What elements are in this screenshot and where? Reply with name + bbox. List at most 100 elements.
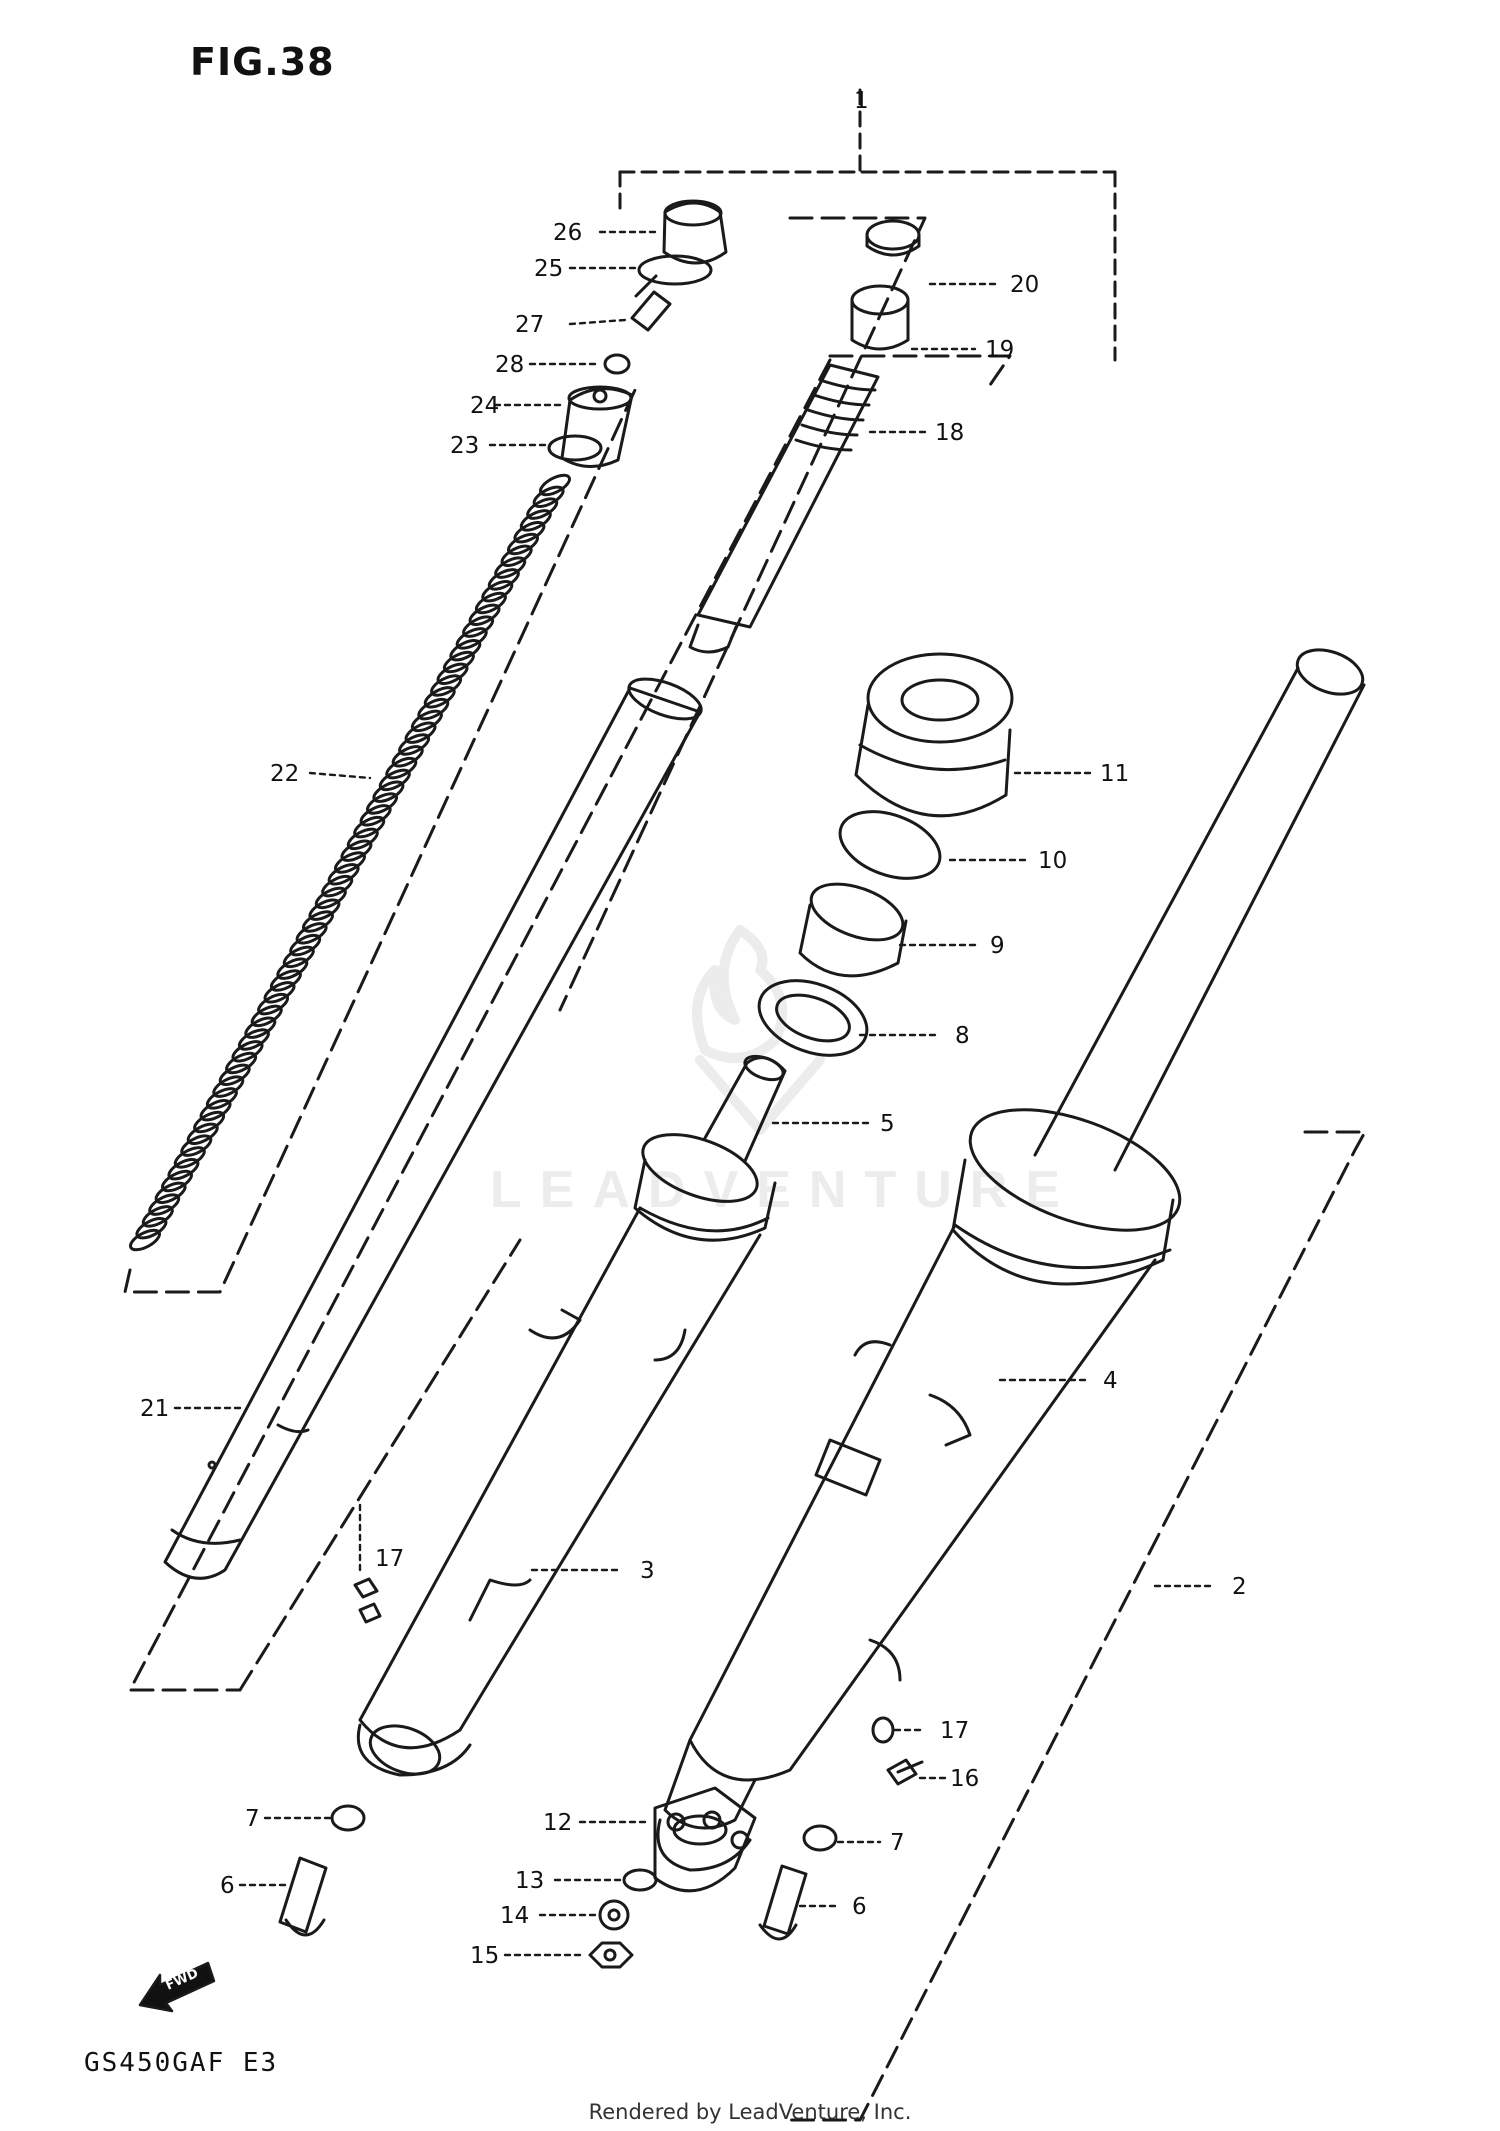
spring-coil xyxy=(353,815,386,839)
washer-14 xyxy=(598,1899,630,1931)
spring-coil xyxy=(167,1157,200,1181)
spring-coil xyxy=(180,1134,213,1157)
spring-coil xyxy=(231,1040,264,1063)
inner-tube-4 xyxy=(1033,648,1366,1172)
callout-17b: 17 xyxy=(940,1718,969,1744)
leader-lines xyxy=(173,230,1217,1957)
washer-13 xyxy=(622,1868,658,1892)
spring-coil xyxy=(436,662,469,686)
callout-4: 4 xyxy=(1103,1368,1118,1394)
spring-coil xyxy=(128,1228,162,1252)
spring-coil xyxy=(385,756,418,780)
callout-17a: 17 xyxy=(375,1546,404,1572)
callout-6a: 6 xyxy=(220,1873,235,1899)
outer-slider-2 xyxy=(656,1108,1182,1872)
callout-14: 14 xyxy=(500,1903,529,1929)
spring-coil xyxy=(468,603,501,627)
oil-seal-8 xyxy=(757,979,869,1057)
spring-coil xyxy=(513,520,546,544)
callout-13: 13 xyxy=(515,1868,544,1894)
spring-coil xyxy=(391,745,424,768)
callout-28: 28 xyxy=(495,352,524,378)
footer-credit: Rendered by LeadVenture, Inc. xyxy=(588,2100,912,2124)
spring-coil xyxy=(154,1181,187,1205)
group-bracket-1 xyxy=(618,88,1117,362)
spring-coil xyxy=(359,804,392,827)
spring-coil xyxy=(333,851,367,874)
spring-coil xyxy=(276,957,309,980)
spring-coil xyxy=(327,863,360,886)
o-ring-25 xyxy=(637,254,713,286)
watermark-logo-icon xyxy=(692,925,825,1135)
spring-coil xyxy=(186,1122,219,1146)
nut-15 xyxy=(588,1941,634,1969)
spring-coil xyxy=(205,1087,238,1110)
spring-coil xyxy=(442,650,475,674)
spring-coil xyxy=(218,1063,251,1087)
seal-20 xyxy=(865,219,921,251)
ring-19 xyxy=(850,284,910,351)
spring-coil xyxy=(417,697,450,721)
spring-coil xyxy=(462,615,495,638)
spring-coil xyxy=(372,780,405,803)
spring-coil xyxy=(225,1051,258,1075)
spring-coil xyxy=(423,686,456,709)
model-code: GS450GAF E3 xyxy=(84,2048,279,2078)
group-frame-outer xyxy=(788,1130,1367,2122)
bolt-16 xyxy=(886,1758,924,1786)
spring-coil xyxy=(410,709,443,733)
spring-coil xyxy=(430,674,463,697)
spacer-9 xyxy=(798,882,908,978)
spring-coil xyxy=(365,792,399,815)
spring-coil xyxy=(494,556,527,579)
spring-coil xyxy=(500,544,533,568)
inner-tube-21 xyxy=(163,677,703,1580)
spring-coil xyxy=(321,874,354,898)
callout-7b: 7 xyxy=(890,1830,905,1856)
callout-8: 8 xyxy=(955,1023,970,1049)
spring-coil xyxy=(244,1016,277,1039)
spring-coil xyxy=(199,1098,232,1122)
spring-coil xyxy=(346,827,379,851)
spring-coil xyxy=(308,898,341,921)
spring-coil xyxy=(141,1205,174,1228)
damper-rod-18 xyxy=(688,363,880,654)
fork-boot-11 xyxy=(854,652,1014,818)
callout-27: 27 xyxy=(515,312,544,338)
bolt-6b xyxy=(758,1864,808,1941)
figure-title: FIG.38 xyxy=(190,40,335,84)
spring-coil xyxy=(237,1028,270,1051)
callout-2: 2 xyxy=(1232,1574,1247,1600)
cap-bolt-26 xyxy=(662,199,728,265)
spring-coil xyxy=(301,910,335,933)
watermark-text: LEADVENTURE xyxy=(490,1161,1079,1219)
spring-seat-24 xyxy=(560,385,634,468)
spring-coil xyxy=(532,485,565,509)
callout-18: 18 xyxy=(935,420,964,446)
washer-7b xyxy=(802,1824,838,1852)
spring-coil xyxy=(474,591,507,615)
washer-17b xyxy=(871,1716,895,1744)
spring-coil xyxy=(250,1004,283,1028)
forward-arrow-icon xyxy=(138,1961,216,2013)
callout-12: 12 xyxy=(543,1810,572,1836)
spring-coil xyxy=(282,945,315,969)
callout-1: 1 xyxy=(854,88,869,114)
callout-6b: 6 xyxy=(852,1894,867,1920)
callout-3: 3 xyxy=(640,1558,655,1584)
group-frame-middle xyxy=(128,354,1012,1692)
spring-coil xyxy=(487,568,520,591)
spring-coil xyxy=(193,1110,226,1134)
spring-coil xyxy=(526,497,559,520)
callout-23: 23 xyxy=(450,433,479,459)
callout-21: 21 xyxy=(140,1396,169,1422)
spring-coil xyxy=(257,992,290,1016)
callout-7a: 7 xyxy=(245,1806,260,1832)
washer-7a xyxy=(330,1804,366,1832)
spring-coil xyxy=(340,839,373,862)
spring-coil xyxy=(519,509,552,532)
spring-coil xyxy=(481,579,514,603)
callout-9: 9 xyxy=(990,933,1005,959)
o-ring-23 xyxy=(547,434,603,462)
